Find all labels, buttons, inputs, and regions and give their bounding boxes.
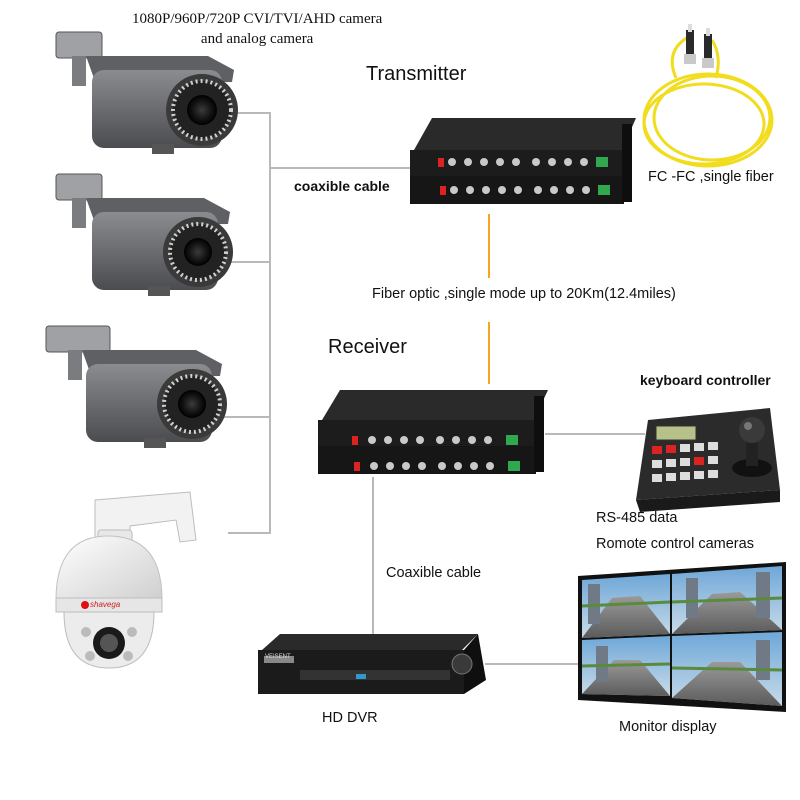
fiber-cable-label: FC -FC ,single fiber (648, 169, 774, 185)
coax-bottom-label: Coaxible cable (386, 565, 482, 581)
fc-connectors (684, 24, 714, 68)
coax-top-label: coaxible cable (294, 178, 390, 194)
transmitter-ports (448, 158, 590, 194)
remote-control-label: Romote control cameras (596, 536, 754, 552)
keyboard-controller (636, 408, 780, 512)
coax-wires (214, 112, 645, 665)
camera-types-label: 1080P/960P/720P CVI/TVI/AHD camera and a… (132, 9, 382, 49)
camera-types-line-1: 1080P/960P/720P CVI/TVI/AHD camera (132, 11, 383, 27)
keyboard-controller-label: keyboard controller (640, 372, 771, 388)
ptz-brand-logo: shavega (90, 600, 121, 609)
receiver-ports (368, 436, 494, 470)
camera-types-line-2: and analog camera (200, 31, 314, 47)
receiver-unit (318, 390, 548, 474)
dvr-brand-logo: VEISENT (265, 654, 291, 660)
bullet-camera-3 (45, 325, 227, 448)
rs485-label: RS-485 data (596, 510, 678, 526)
ptz-dome-camera (55, 491, 197, 669)
fiber-link-label: Fiber optic ,single mode up to 20Km(12.4… (372, 286, 676, 302)
transmitter-unit (410, 118, 636, 204)
dvr-label: HD DVR (322, 710, 378, 726)
keypad-keys (652, 442, 718, 482)
bullet-camera-1 (55, 31, 238, 154)
monitor-label: Monitor display (619, 719, 717, 735)
monitor-display (578, 562, 786, 712)
receiver-label: Receiver (328, 336, 407, 358)
hd-dvr (258, 634, 486, 694)
transmitter-label: Transmitter (366, 63, 467, 85)
bullet-camera-2 (55, 173, 233, 296)
